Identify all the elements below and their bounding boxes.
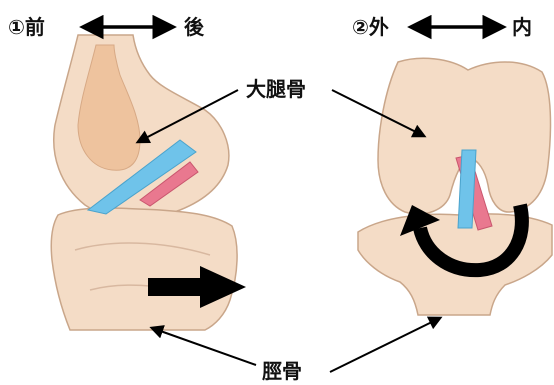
panel-2-label: ②外: [352, 15, 389, 39]
tibia-label: 脛骨: [262, 359, 302, 383]
panel-2-frontal-knee: [358, 58, 552, 315]
panel-1-axis-end-label: 後: [184, 15, 205, 39]
panel-1-sagittal-knee: [51, 35, 246, 330]
panel-1-label: ①前: [8, 15, 45, 39]
tibia-leader-left: [152, 328, 256, 365]
tibia-bone: [51, 208, 237, 330]
femur-label: 大腿骨: [246, 77, 306, 101]
panel-2-axis-end-label: 内: [512, 15, 532, 39]
tibia-leader-right: [330, 318, 440, 372]
